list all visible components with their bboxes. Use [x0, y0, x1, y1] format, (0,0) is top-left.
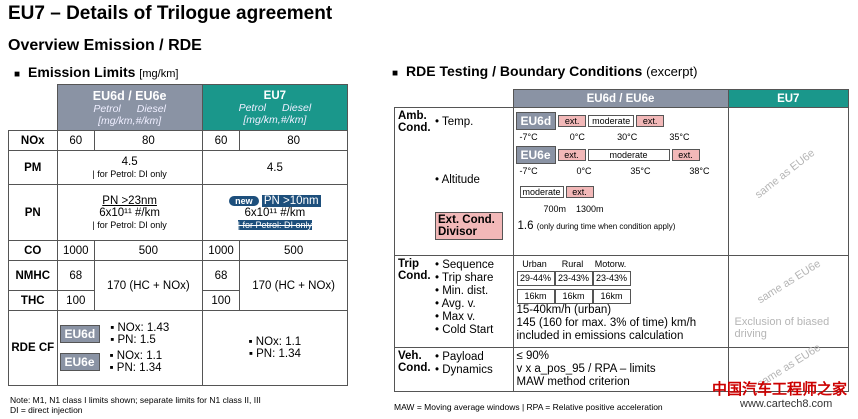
emission-heading: ■Emission Limits [mg/km]	[14, 64, 179, 80]
new-badge: new	[229, 195, 259, 206]
row-thc: THC 100 100	[8, 290, 348, 311]
row-amb-cond: Amb. Cond. • Temp. • Altitude Ext. Cond.…	[394, 107, 849, 256]
page-title: EU7 – Details of Trilogue agreement	[8, 3, 333, 24]
page-subtitle: Overview Emission / RDE	[8, 37, 202, 54]
row-nmhc: NMHC 68 170 (HC + NOx) 68 170 (HC + NOx)	[8, 260, 348, 311]
eu7-header: EU7 Petrol Diesel [mg/km,#/km]	[201, 84, 349, 131]
row-rde-cf: RDE CF EU6d ▪ NOx: 1.43▪ PN: 1.5 EU6e ▪ …	[8, 310, 349, 386]
rde-table: EU6d / EU6e EU7 Amb. Cond. • Temp. • Alt…	[394, 89, 849, 392]
watermark-url: www.cartech8.com	[740, 398, 833, 410]
emission-limits-table: EU6d / EU6e Petrol Diesel [mg/km,#/km] E…	[8, 84, 349, 386]
row-pn: PN PN >23nm 6x10¹¹ #/km | for Petrol: DI…	[8, 184, 349, 241]
row-pm: PM 4.5| for Petrol: DI only 4.5	[8, 150, 349, 185]
row-trip-cond: Trip Cond. • Sequence• Trip share• Min. …	[394, 255, 849, 348]
row-nox: NOx 60 80 60 80	[8, 130, 348, 151]
eu6-header: EU6d / EU6e Petrol Diesel [mg/km,#/km]	[56, 84, 203, 131]
watermark-cn: 中国汽车工程师之家	[712, 381, 848, 398]
rde-heading: ■RDE Testing / Boundary Conditions (exce…	[392, 63, 698, 79]
rde-footnote: MAW = Moving average windows | RPA = Rel…	[394, 402, 663, 412]
emission-note: Note: M1, N1 class I limits shown; separ…	[10, 395, 261, 415]
row-veh-cond: Veh. Cond. • Payload• Dynamics ≤ 90% v x…	[394, 342, 849, 392]
row-co: CO 1000 500 1000 500	[8, 240, 348, 261]
